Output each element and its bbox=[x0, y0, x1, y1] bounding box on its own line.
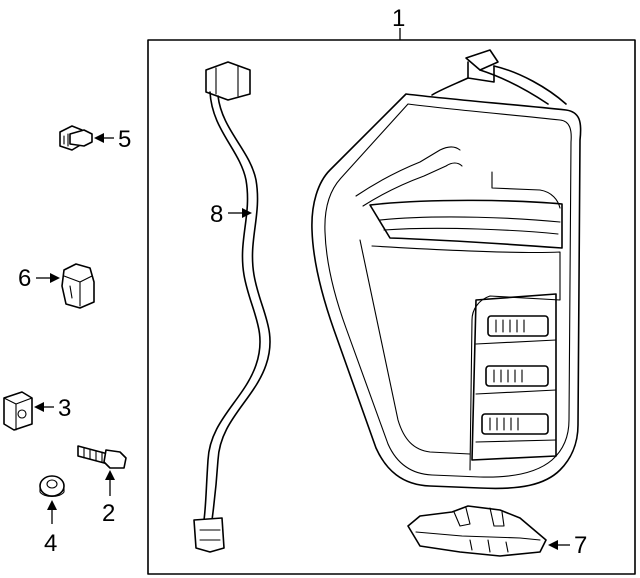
callout-7[interactable]: 7 bbox=[548, 532, 587, 559]
bolt[interactable] bbox=[59, 125, 93, 151]
callout-3[interactable]: 3 bbox=[34, 395, 71, 422]
callout-5[interactable]: 5 bbox=[94, 126, 131, 153]
callout-4[interactable]: 4 bbox=[44, 500, 57, 557]
svg-text:5: 5 bbox=[118, 126, 131, 153]
svg-text:1: 1 bbox=[392, 5, 405, 32]
callout-8[interactable]: 8 bbox=[210, 201, 252, 228]
svg-text:3: 3 bbox=[58, 395, 71, 422]
clip-nut[interactable] bbox=[3, 391, 33, 431]
wire-harness[interactable] bbox=[193, 61, 271, 553]
svg-text:4: 4 bbox=[44, 530, 57, 557]
tail-lamp-assembly[interactable] bbox=[311, 49, 582, 490]
svg-text:2: 2 bbox=[102, 500, 115, 527]
bulb-socket-3 bbox=[481, 413, 549, 435]
svg-text:7: 7 bbox=[574, 532, 587, 559]
callout-1[interactable]: 1 bbox=[392, 5, 405, 40]
svg-text:6: 6 bbox=[18, 265, 31, 292]
svg-text:8: 8 bbox=[210, 201, 223, 228]
bulb-socket-2 bbox=[485, 365, 549, 387]
assembly-frame bbox=[147, 39, 636, 575]
screw[interactable] bbox=[77, 445, 127, 469]
bracket[interactable] bbox=[407, 505, 547, 557]
callout-2[interactable]: 2 bbox=[102, 470, 115, 527]
washer[interactable] bbox=[39, 475, 65, 498]
callout-6[interactable]: 6 bbox=[18, 265, 60, 292]
bulb-socket-1 bbox=[487, 315, 549, 337]
retainer-clip[interactable] bbox=[61, 263, 95, 309]
